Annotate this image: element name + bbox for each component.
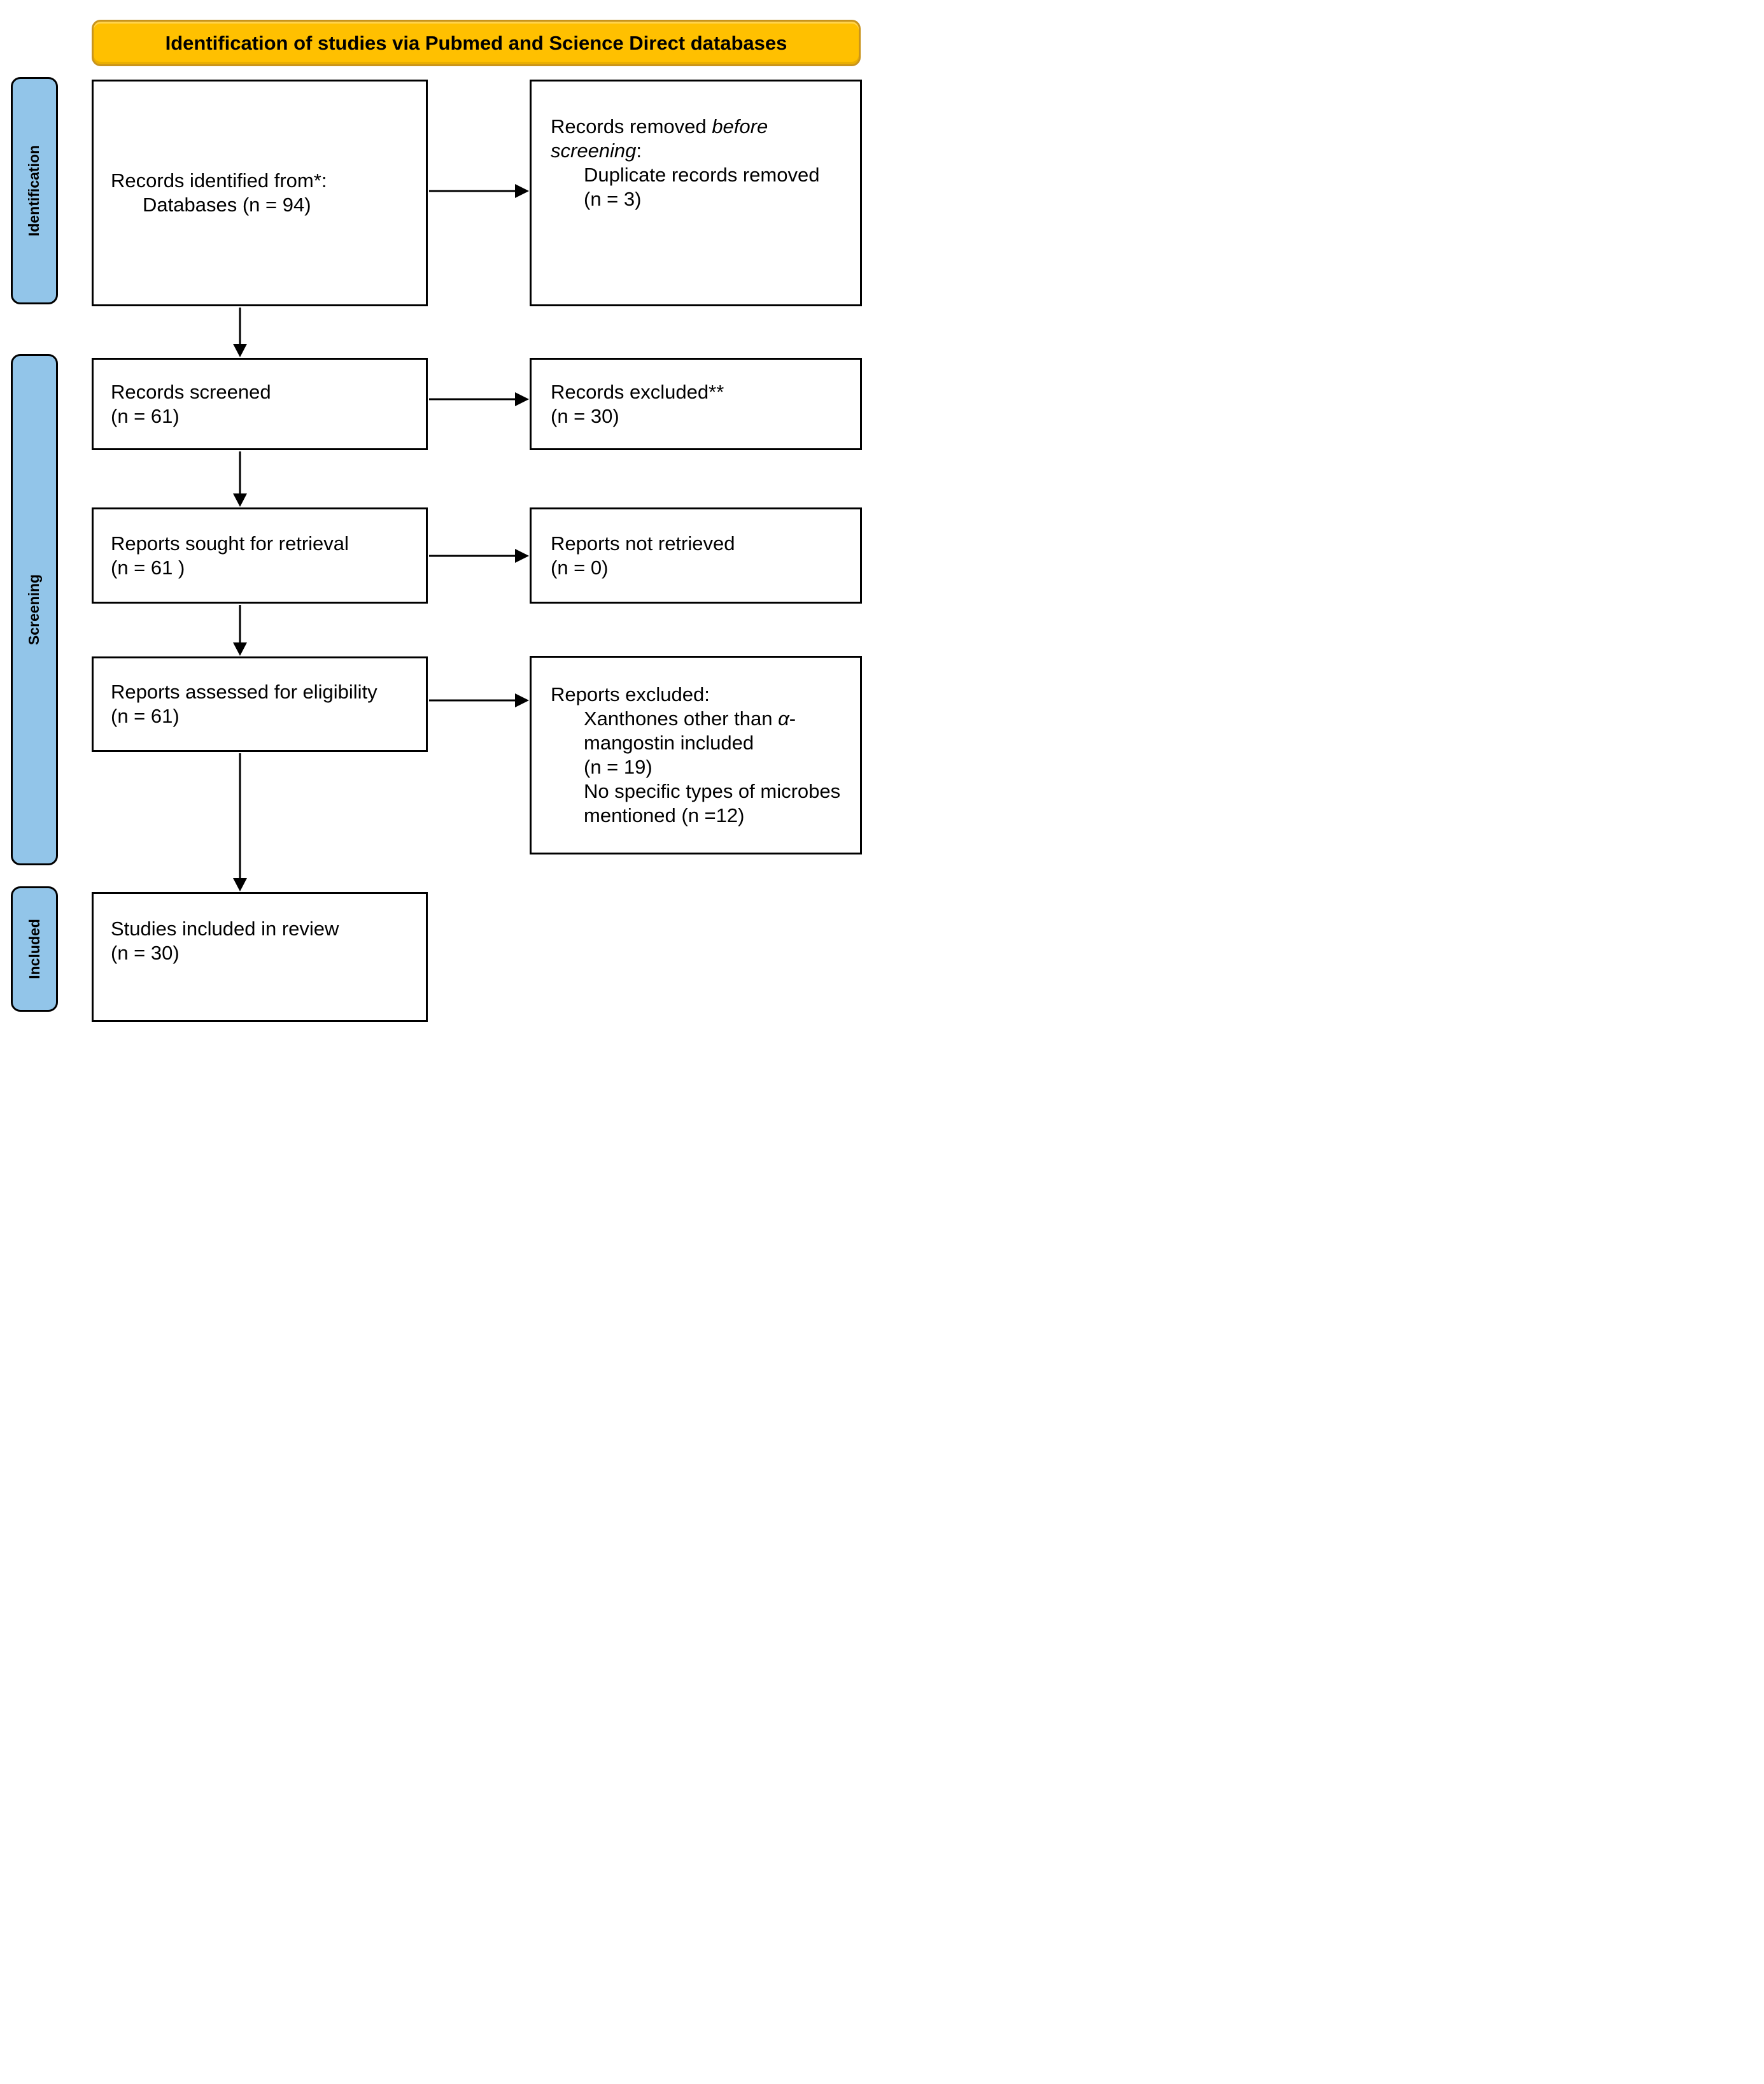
prisma-flow-diagram: Identification of studies via Pubmed and… bbox=[0, 0, 882, 1042]
text-line: Reports sought for retrieval bbox=[111, 532, 349, 555]
text-line: mentioned (n =12) bbox=[584, 804, 745, 826]
text-line: Xanthones other than α- bbox=[532, 707, 860, 731]
text-line: Duplicate records removed bbox=[584, 164, 820, 186]
arrow-layer bbox=[233, 184, 529, 891]
text-line: No specific types of microbes bbox=[584, 780, 841, 802]
text-line: mangostin included bbox=[584, 732, 754, 754]
text-line: (n = 3) bbox=[584, 188, 642, 210]
text-segment: : bbox=[636, 139, 642, 162]
text-line: Reports assessed for eligibility bbox=[111, 681, 377, 703]
text-line: (n = 19) bbox=[584, 756, 653, 778]
arrowhead-sought-to-not-retrieved bbox=[515, 549, 529, 563]
box-records-excluded: Records excluded** (n = 30) bbox=[530, 358, 862, 450]
stage-bar-identification: Identification bbox=[11, 77, 58, 304]
box-reports-excluded-reasons: Reports excluded: Xanthones other than α… bbox=[530, 656, 862, 854]
text-segment-italic: screening bbox=[551, 139, 637, 162]
text-segment-italic: before bbox=[712, 115, 768, 138]
text-line: Records identified from*: bbox=[111, 169, 327, 192]
arrowhead-sought-to-assessed bbox=[233, 642, 247, 656]
text-line: Reports excluded: bbox=[551, 683, 710, 705]
text-line: (n = 30) bbox=[111, 942, 180, 964]
text-segment: - bbox=[789, 707, 796, 730]
box-reports-not-retrieved: Reports not retrieved (n = 0) bbox=[530, 507, 862, 604]
arrowhead-screened-to-sought bbox=[233, 493, 247, 507]
text-line: (n = 61) bbox=[111, 705, 180, 727]
arrowhead-identified-to-removed bbox=[515, 184, 529, 198]
text-line: screening: bbox=[532, 139, 860, 163]
box-records-screened: Records screened (n = 61) bbox=[92, 358, 428, 450]
box-reports-assessed: Reports assessed for eligibility (n = 61… bbox=[92, 656, 428, 752]
arrowhead-identified-to-screened bbox=[233, 344, 247, 357]
arrowhead-screened-to-excluded bbox=[515, 392, 529, 406]
arrowhead-assessed-to-included bbox=[233, 878, 247, 891]
banner-title: Identification of studies via Pubmed and… bbox=[92, 20, 861, 66]
box-reports-sought: Reports sought for retrieval (n = 61 ) bbox=[92, 507, 428, 604]
text-line: Records removed before bbox=[532, 115, 860, 139]
text-segment-italic: α bbox=[778, 707, 789, 730]
text-line: Studies included in review bbox=[111, 918, 339, 940]
box-studies-included: Studies included in review (n = 30) bbox=[92, 892, 428, 1022]
box-records-removed: Records removed before screening: Duplic… bbox=[530, 80, 862, 306]
text-line: (n = 61) bbox=[111, 404, 180, 427]
text-line: Databases (n = 94) bbox=[143, 194, 311, 216]
text-segment: Xanthones other than bbox=[584, 707, 779, 730]
text-line: (n = 0) bbox=[551, 556, 609, 579]
arrowhead-assessed-to-reports-excluded bbox=[515, 693, 529, 707]
text-line: Records screened bbox=[111, 380, 271, 403]
box-records-identified: Records identified from*: Databases (n =… bbox=[92, 80, 428, 306]
text-line: (n = 61 ) bbox=[111, 556, 185, 579]
stage-bar-included: Included bbox=[11, 886, 58, 1012]
text-line: (n = 30) bbox=[551, 404, 619, 427]
text-line: Reports not retrieved bbox=[551, 532, 735, 555]
stage-bar-screening: Screening bbox=[11, 354, 58, 865]
text-segment: Records removed bbox=[551, 115, 712, 138]
text-line: Records excluded** bbox=[551, 380, 724, 403]
